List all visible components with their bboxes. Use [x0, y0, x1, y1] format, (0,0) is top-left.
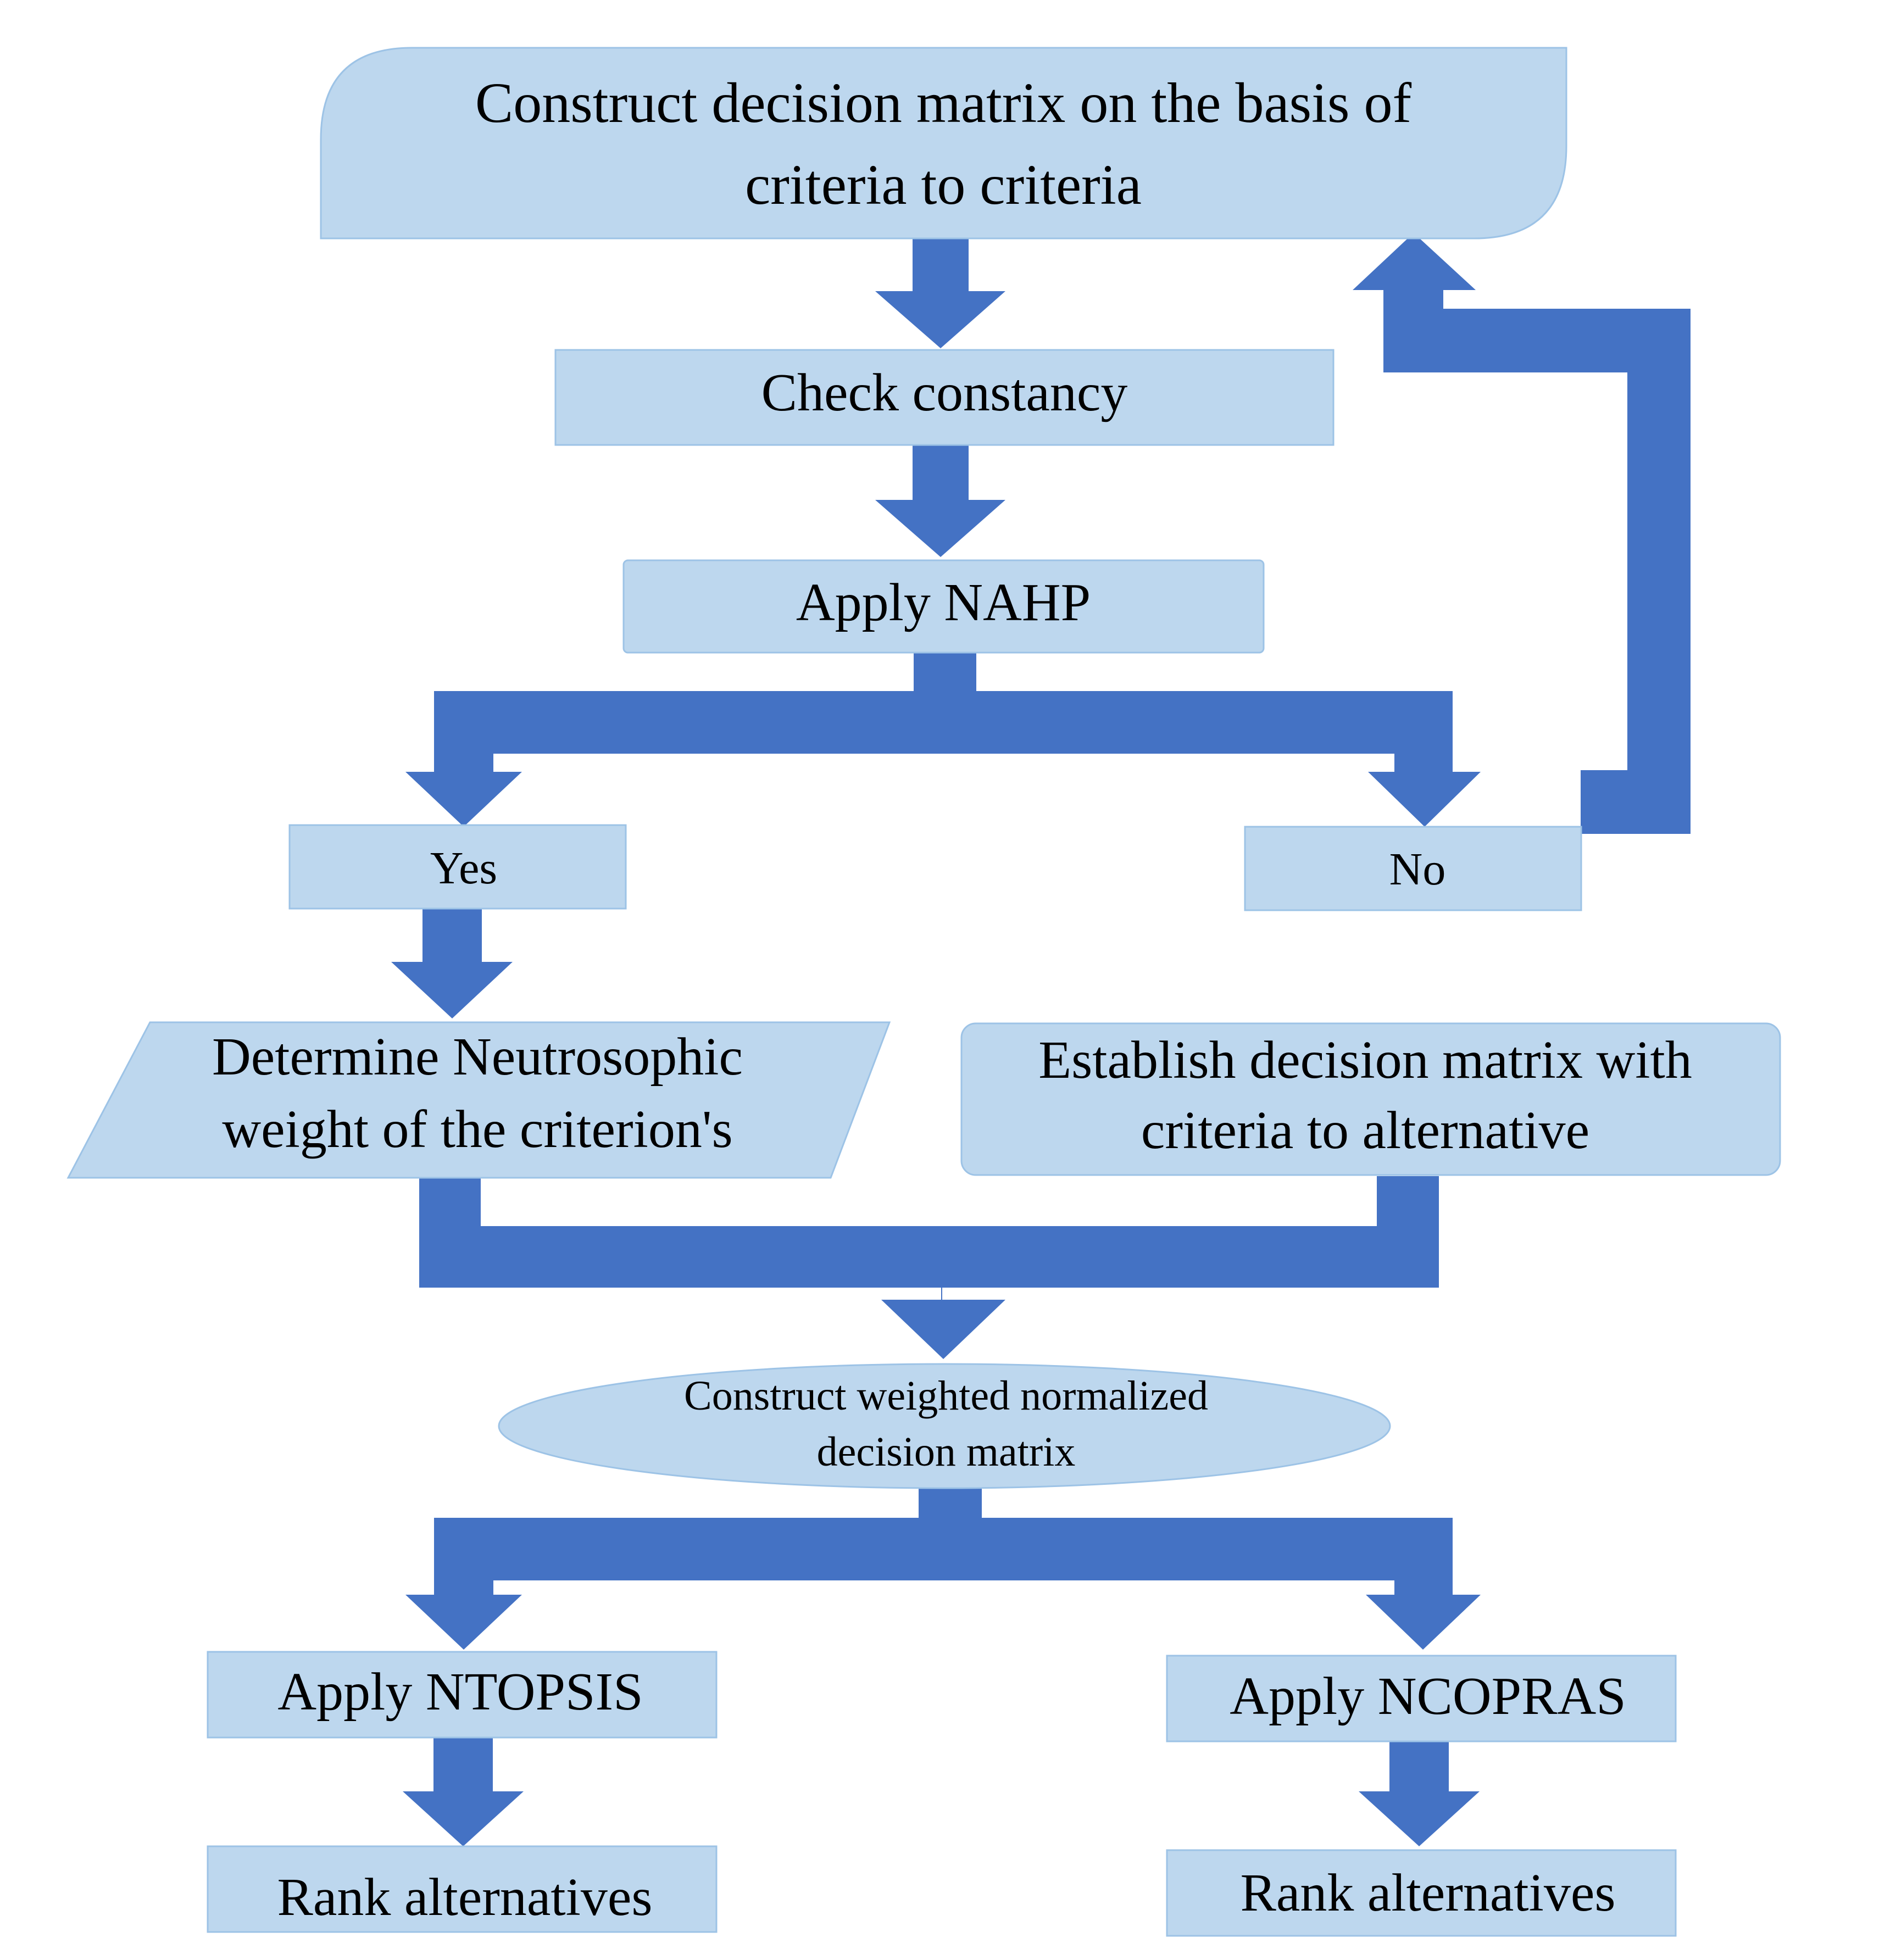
node-determine-neutrosophic-weight: Determine Neutrosophic weight of the cri…	[66, 1021, 891, 1179]
establish-matrix-line-2: criteria to alternative	[1141, 1101, 1589, 1160]
node-rank-alternatives-left: Rank alternatives	[207, 1845, 718, 1933]
arrow-nahp-split-yes-no	[405, 650, 1481, 827]
apply-nahp-label: Apply NAHP	[796, 573, 1091, 632]
arrow-construct-to-check	[875, 235, 1005, 348]
arrow-yes-to-determine	[391, 907, 513, 1018]
arrow-ntopsis-to-rank	[403, 1738, 524, 1846]
establish-matrix-line-1: Establish decision matrix with	[1038, 1031, 1692, 1090]
construct-matrix-line-1: Construct decision matrix on the basis o…	[475, 71, 1412, 135]
node-weighted-normalized-matrix: Construct weighted normalized decision m…	[498, 1363, 1391, 1489]
apply-ntopsis-label: Apply NTOPSIS	[277, 1662, 643, 1722]
weighted-matrix-line-1: Construct weighted normalized	[684, 1373, 1208, 1419]
connectors	[391, 233, 1691, 1846]
node-rank-alternatives-right: Rank alternatives	[1166, 1849, 1677, 1937]
node-apply-ntopsis: Apply NTOPSIS	[207, 1651, 718, 1739]
arrow-ncopras-to-rank	[1359, 1738, 1480, 1846]
weighted-matrix-line-2: decision matrix	[817, 1429, 1076, 1475]
node-establish-decision-matrix: Establish decision matrix with criteria …	[960, 1022, 1781, 1176]
rank-right-label: Rank alternatives	[1240, 1863, 1615, 1923]
arrow-merge-to-weighted	[419, 1176, 1439, 1359]
arrow-weighted-split-methods	[405, 1485, 1481, 1650]
node-apply-nahp: Apply NAHP	[622, 559, 1265, 654]
construct-matrix-line-2: criteria to criteria	[745, 153, 1142, 216]
check-constancy-label: Check constancy	[761, 363, 1128, 422]
determine-weight-line-1: Determine Neutrosophic	[212, 1027, 743, 1087]
arrow-no-back-to-top	[1353, 233, 1691, 834]
determine-weight-line-2: weight of the criterion's	[222, 1100, 732, 1159]
node-no: No	[1244, 826, 1582, 911]
arrow-check-to-nahp	[875, 444, 1005, 557]
rank-left-label: Rank alternatives	[277, 1868, 652, 1927]
yes-label: Yes	[430, 843, 497, 894]
no-label: No	[1389, 844, 1446, 895]
node-construct-decision-matrix: Construct decision matrix on the basis o…	[320, 47, 1567, 240]
node-apply-ncopras: Apply NCOPRAS	[1166, 1655, 1677, 1742]
node-check-constancy: Check constancy	[554, 349, 1335, 446]
node-yes: Yes	[288, 824, 627, 910]
apply-ncopras-label: Apply NCOPRAS	[1230, 1667, 1626, 1726]
